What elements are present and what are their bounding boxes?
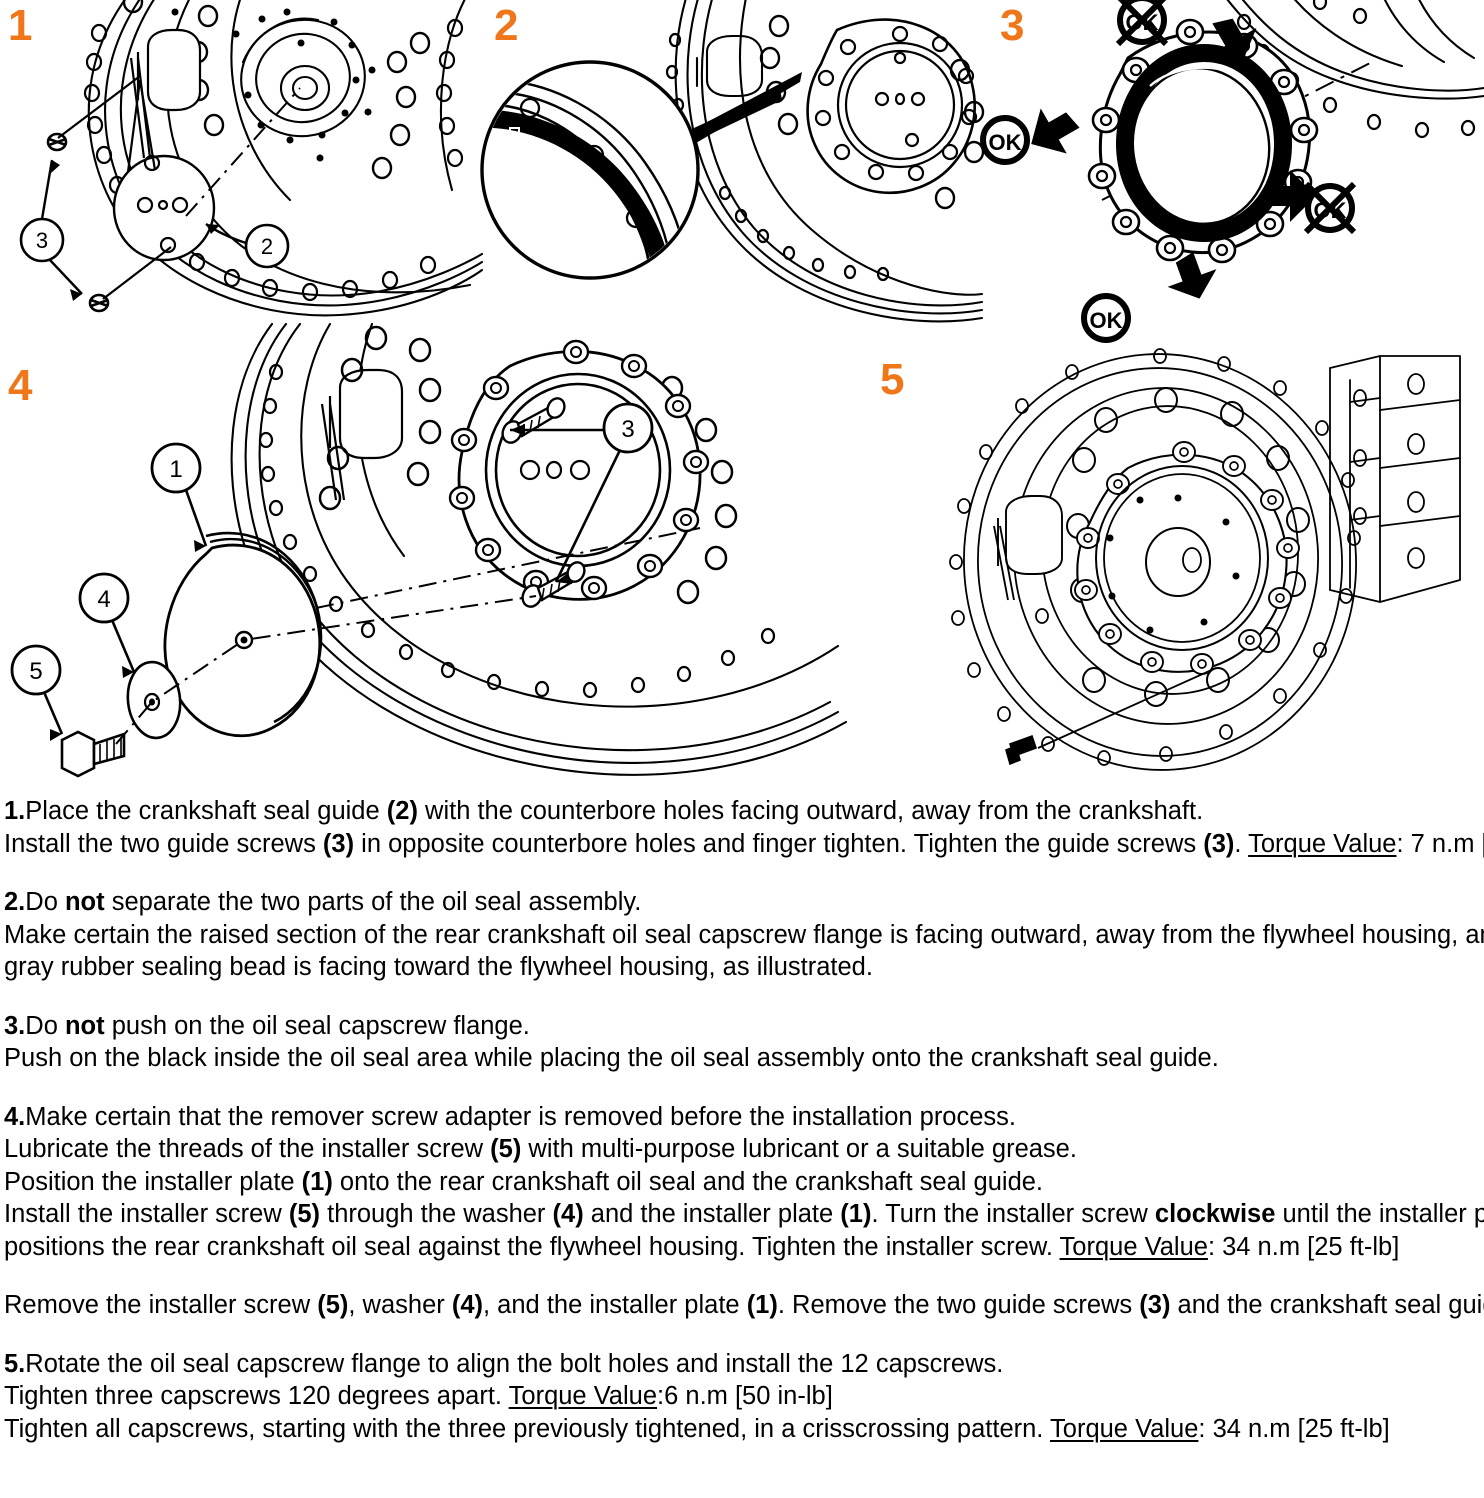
panel-5-capscrew-installation: 5: [860, 340, 1484, 790]
step-2-line-1: 2.Do not separate the two parts of the o…: [4, 888, 642, 916]
callout-bubble-1: 1: [150, 442, 208, 552]
step-number-4: 4: [8, 361, 33, 410]
torque-value-2: : 34 n.m [25 ft-lb]: [1207, 1232, 1400, 1261]
step-number-2: 2: [494, 1, 519, 50]
step-1-line-1: 1.Place the crankshaft seal guide (2) wi…: [4, 797, 1204, 825]
svg-text:2: 2: [261, 234, 273, 259]
not-ok-badge-right: OK: [1303, 181, 1357, 235]
step-5-line-3: Tighten all capscrews, starting with the…: [4, 1414, 1390, 1443]
step-number-3: 3: [1000, 1, 1025, 50]
step-1-number: 1.: [4, 797, 26, 825]
clockwise-emphasis: clockwise: [1154, 1200, 1276, 1228]
step-3-paragraph: 3.Do not push on the oil seal capscrew f…: [4, 1010, 1482, 1075]
step-5-line-2: Tighten three capscrews 120 degrees apar…: [4, 1382, 833, 1410]
push-arrow: [1031, 18, 1316, 299]
step-4-paragraph: 4.Make certain that the remover screw ad…: [4, 1101, 1484, 1264]
torque-value-3: :6 n.m [50 in-lb]: [657, 1382, 833, 1410]
step-4-line-1: 4.Make certain that the remover screw ad…: [4, 1102, 1017, 1131]
panel-1-seal-guide-install: 2 3 1: [0, 0, 484, 330]
step-4-removal-note: Remove the installer screw (5), washer (…: [4, 1289, 1484, 1322]
step-3-line-1: 3.Do not push on the oil seal capscrew f…: [4, 1011, 530, 1040]
svg-text:OK: OK: [1090, 308, 1123, 333]
step-4-number: 4.: [4, 1102, 26, 1131]
svg-text:4: 4: [97, 586, 110, 613]
step-4-line-3: Position the installer plate (1) onto th…: [4, 1167, 1044, 1196]
step-2-paragraph: 2.Do not separate the two parts of the o…: [4, 886, 1484, 984]
svg-text:1: 1: [169, 456, 182, 483]
svg-text:5: 5: [29, 658, 42, 685]
callout-bubble-3-panel4: 3: [510, 402, 654, 584]
step-2-line-3: gray rubber sealing bead is facing towar…: [4, 953, 873, 981]
step-number-1: 1: [8, 1, 33, 50]
callout-bubble-2: 2: [205, 223, 290, 269]
svg-text:3: 3: [621, 416, 634, 443]
torque-value-label: Torque Value: [1248, 829, 1397, 858]
step-1-line-2: Install the two guide screws (3) in oppo…: [4, 828, 1484, 861]
callout-bubble-3: 3: [19, 159, 83, 301]
panel-4-installer-assembly: 3: [0, 322, 850, 790]
step-3-number: 3.: [4, 1011, 26, 1040]
torque-value-label-4: Torque Value: [1050, 1414, 1199, 1443]
torque-value-4: : 34 n.m [25 ft-lb]: [1198, 1414, 1390, 1443]
step-1-paragraph: 1.Place the crankshaft seal guide (2) wi…: [4, 795, 1484, 861]
step-3-line-2: Push on the black inside the oil seal ar…: [4, 1044, 1219, 1072]
torque-value-label-2: Torque Value: [1059, 1232, 1208, 1261]
step-2-line-2: Make certain the raised section of the r…: [4, 920, 1484, 949]
step-4-removal-line: Remove the installer screw (5), washer (…: [4, 1291, 1484, 1319]
panel-3-push-location: OK OK OK OK: [980, 0, 1484, 343]
ok-badge-bottom: OK: [1081, 293, 1131, 343]
step-4-line-5: positions the rear crankshaft oil seal a…: [4, 1232, 1400, 1261]
svg-text:3: 3: [36, 228, 48, 253]
illustration-area: 2 3 1: [0, 0, 1484, 790]
panel-2-oil-seal-orientation-detail: 2: [480, 0, 985, 330]
step-4-line-4: Install the installer screw (5) through …: [4, 1200, 1484, 1228]
step-number-5: 5: [880, 355, 905, 404]
step-2-number: 2.: [4, 888, 26, 916]
callout-bubble-4: 4: [78, 572, 136, 678]
step-5-line-1: 5.Rotate the oil seal capscrew flange to…: [4, 1349, 1004, 1378]
not-ok-badge-top: OK: [1115, 0, 1169, 47]
torque-value-label-3: Torque Value: [508, 1382, 658, 1410]
svg-text:OK: OK: [989, 130, 1022, 155]
step-5-number: 5.: [4, 1349, 26, 1378]
ok-badge-left: OK: [980, 115, 1030, 165]
step-4-line-2: Lubricate the threads of the installer s…: [4, 1135, 1077, 1163]
instructions-text: 1.Place the crankshaft seal guide (2) wi…: [4, 795, 1484, 1446]
torque-value-1: : 7 n.m [62 in-lb]: [1396, 829, 1484, 858]
step-5-paragraph: 5.Rotate the oil seal capscrew flange to…: [4, 1348, 1482, 1446]
callout-bubble-5: 5: [10, 644, 64, 741]
